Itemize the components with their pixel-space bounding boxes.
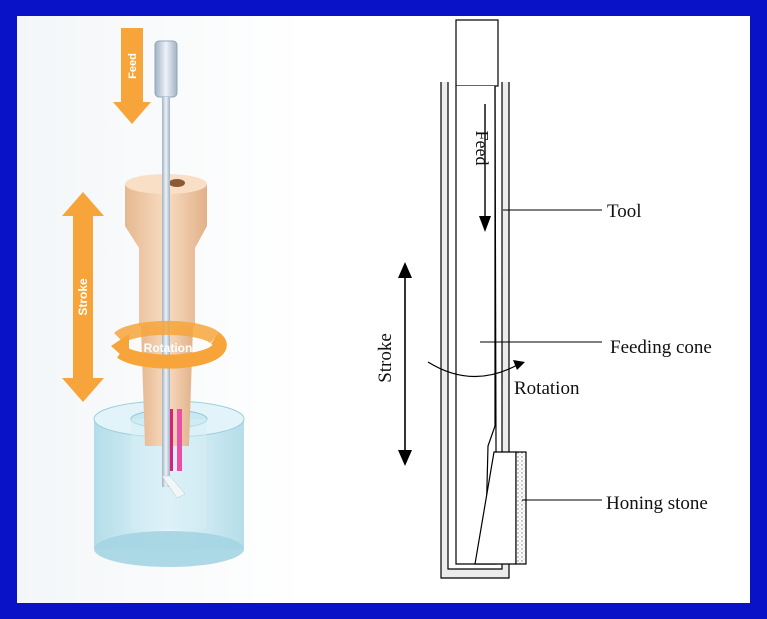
figure-panel: Rotation Feed Stroke — [17, 16, 750, 603]
left-stroke-label: Stroke — [76, 278, 90, 316]
feed-arrow-orange — [113, 28, 151, 124]
right-stroke-label: Stroke — [375, 333, 396, 383]
right-rotation-label: Rotation — [514, 378, 580, 399]
callout-honing-stone: Honing stone — [606, 493, 708, 514]
left-illustration: Rotation Feed Stroke — [62, 28, 245, 567]
left-rotation-label: Rotation — [144, 341, 193, 355]
honing-diagram: Rotation Feed Stroke — [62, 19, 712, 579]
right-schematic — [398, 19, 602, 579]
rotation-arrow — [427, 361, 520, 378]
honing-stone-abrasive — [515, 451, 527, 565]
callout-feeding-cone: Feeding cone — [610, 337, 712, 358]
honing-stone-right — [177, 409, 182, 471]
honing-stone-left — [168, 409, 173, 471]
right-feed-label: Feed — [472, 131, 492, 166]
callout-tool: Tool — [607, 201, 642, 222]
tool-shank — [455, 19, 499, 87]
rotation-ring-arrow — [111, 320, 227, 369]
stroke-arrow-orange — [62, 192, 104, 402]
feed-rod — [154, 40, 186, 499]
left-feed-label: Feed — [127, 53, 139, 79]
